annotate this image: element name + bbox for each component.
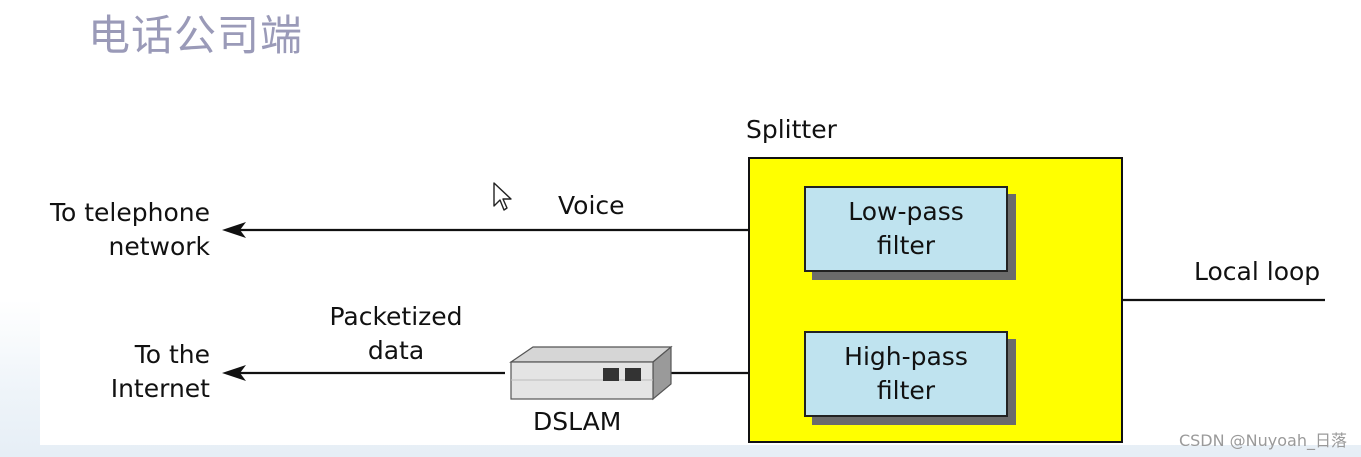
slide-title: 电话公司端 — [88, 11, 304, 60]
low-pass-filter: Low-pass filter — [804, 186, 1008, 272]
high-pass-line1: High-pass — [844, 342, 968, 371]
dslam-label: DSLAM — [533, 407, 622, 436]
packetized-line1: Packetized — [329, 302, 463, 331]
low-pass-line2: filter — [876, 231, 936, 260]
high-pass-filter: High-pass filter — [804, 331, 1008, 417]
to-telephone-line2: network — [108, 232, 210, 261]
to-telephone-network-label: To telephone network — [20, 196, 210, 264]
voice-label: Voice — [558, 191, 625, 220]
packetized-line2: data — [367, 336, 425, 365]
packetized-data-label: Packetized data — [316, 300, 476, 368]
dslam-device-icon — [509, 345, 673, 401]
low-pass-line1: Low-pass — [848, 197, 964, 226]
to-the-internet-label: To the Internet — [20, 338, 210, 406]
csdn-watermark: CSDN @Nuyoah_日落 — [1178, 431, 1347, 450]
local-loop-label: Local loop — [1194, 257, 1321, 286]
to-internet-line1: To the — [134, 340, 210, 369]
slide-canvas — [40, 0, 1361, 445]
mouse-cursor-icon — [493, 182, 512, 211]
voice-arrowhead — [222, 222, 246, 238]
internet-arrowhead — [222, 365, 246, 381]
high-pass-line2: filter — [876, 376, 936, 405]
splitter-label: Splitter — [746, 115, 837, 144]
to-telephone-line1: To telephone — [49, 198, 210, 227]
to-internet-line2: Internet — [110, 374, 210, 403]
